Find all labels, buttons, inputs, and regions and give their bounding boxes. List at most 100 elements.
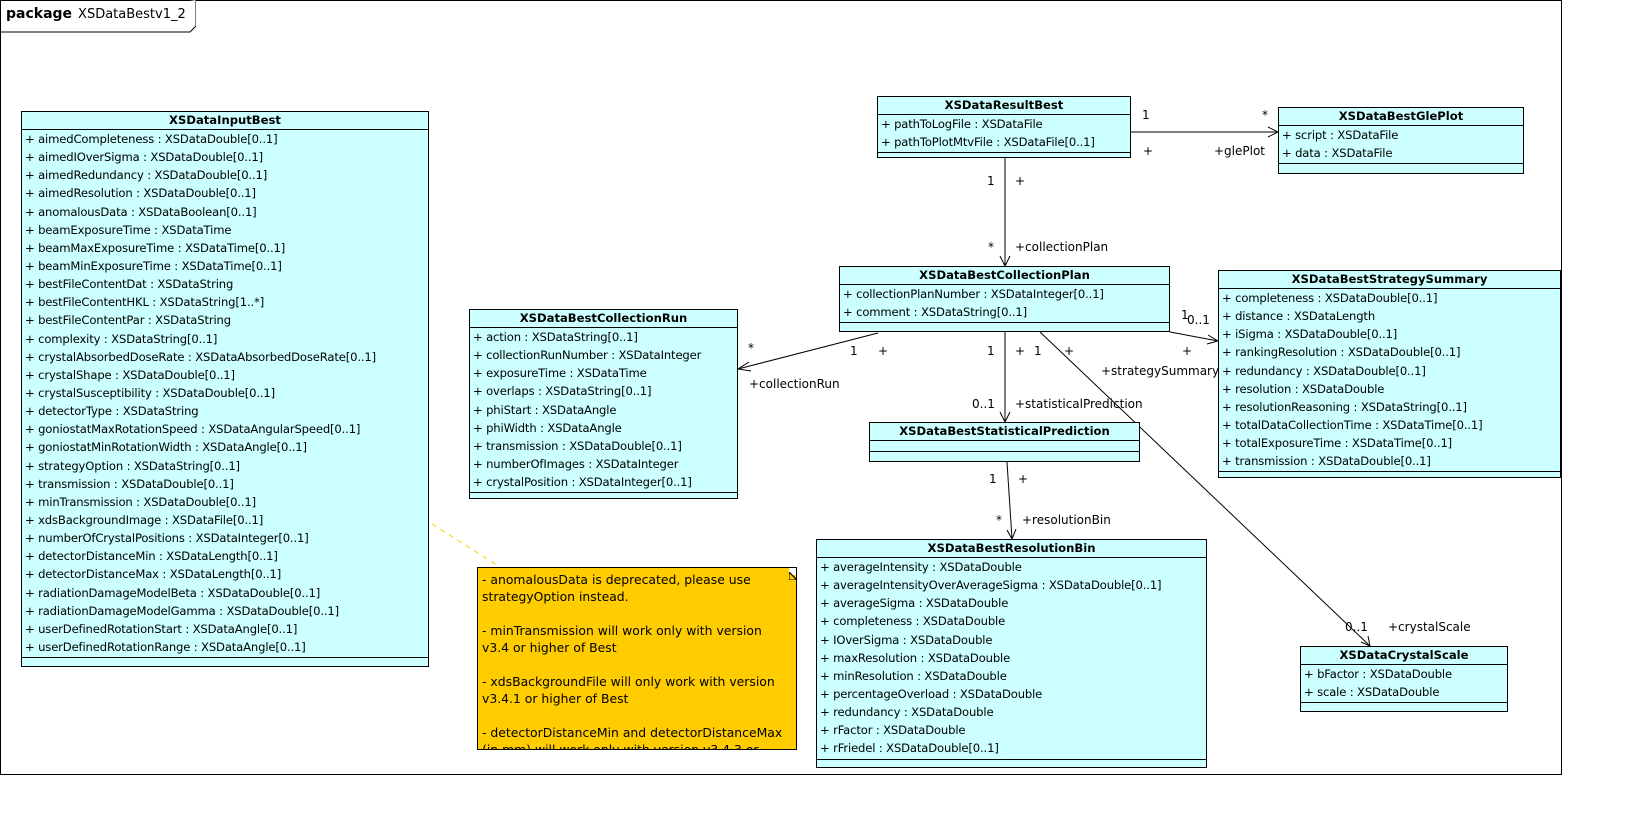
class-resolution-bin[interactable]: XSDataBestResolutionBin + averageIntensit… [816, 539, 1207, 768]
class-name: XSDataBestCollectionPlan [840, 267, 1169, 285]
attribute[interactable]: + xdsBackgroundImage : XSDataFile[0..1] [25, 512, 264, 527]
operation-list [1279, 164, 1523, 172]
attribute[interactable]: + userDefinedRotationStart : XSDataAngle… [25, 621, 298, 636]
attribute[interactable]: + phiWidth : XSDataAngle [473, 420, 622, 435]
attribute[interactable]: + totalDataCollectionTime : XSDataTime[0… [1222, 417, 1483, 432]
attribute[interactable]: + bestFileContentPar : XSDataString [25, 313, 231, 328]
class-result-best[interactable]: XSDataResultBest+ pathToLogFile : XSData… [877, 96, 1131, 158]
note-line: - xdsBackgroundFile will only work with … [482, 674, 775, 689]
class-collection-plan[interactable]: XSDataBestCollectionPlan + collectionPlan… [839, 266, 1170, 332]
attribute-list: + aimedCompleteness : XSDataDouble[0..1]… [22, 130, 428, 659]
class-name: XSDataBestResolutionBin [817, 540, 1206, 558]
attribute[interactable]: + resolutionReasoning : XSDataString[0..… [1222, 399, 1467, 414]
class-crystal-scale[interactable]: XSDataCrystalScale+ bFactor : XSDataDoub… [1300, 646, 1508, 712]
assoc-collectionplan[interactable] [999, 158, 1011, 268]
attribute[interactable]: + redundancy : XSDataDouble[0..1] [1222, 363, 1426, 378]
attribute[interactable]: + completeness : XSDataDouble [820, 614, 1006, 629]
attribute[interactable]: + totalExposureTime : XSDataTime[0..1] [1222, 436, 1453, 451]
attribute[interactable]: + script : XSDataFile [1282, 128, 1399, 142]
attribute[interactable]: + averageSigma : XSDataDouble [820, 596, 1009, 611]
attribute[interactable]: + numberOfImages : XSDataInteger [473, 456, 679, 471]
attribute[interactable]: + rFriedel : XSDataDouble[0..1] [820, 741, 999, 756]
attribute[interactable]: + rankingResolution : XSDataDouble[0..1] [1222, 345, 1461, 360]
assoc-strategysummary[interactable] [1169, 331, 1220, 345]
attribute[interactable]: + strategyOption : XSDataString[0..1] [25, 458, 240, 473]
attribute[interactable]: + scale : XSDataDouble [1304, 685, 1440, 700]
attribute[interactable]: + detectorDistanceMin : XSDataLength[0..… [25, 549, 278, 564]
multiplicity-label: 1 [1034, 344, 1042, 358]
class-name: XSDataInputBest [22, 112, 428, 130]
attribute[interactable]: + radiationDamageModelGamma : XSDataDoub… [25, 603, 339, 618]
attribute[interactable]: + beamMaxExposureTime : XSDataTime[0..1] [25, 240, 286, 255]
assoc-statisticalprediction[interactable] [999, 332, 1011, 424]
attribute[interactable]: + rFactor : XSDataDouble [820, 723, 966, 738]
attribute[interactable]: + detectorDistanceMax : XSDataLength[0..… [25, 567, 282, 582]
visibility-label: + [878, 344, 889, 358]
class-statistical-prediction[interactable]: XSDataBestStatisticalPrediction [869, 422, 1140, 462]
multiplicity-label: 0..1 [1187, 313, 1210, 327]
attribute[interactable]: + transmission : XSDataDouble[0..1] [473, 438, 682, 453]
attribute[interactable]: + beamExposureTime : XSDataTime [25, 222, 232, 237]
attribute[interactable]: + exposureTime : XSDataTime [473, 366, 647, 381]
role-label: +strategySummary [1101, 364, 1220, 378]
attribute[interactable]: + anomalousData : XSDataBoolean[0..1] [25, 204, 257, 219]
attribute[interactable]: + numberOfCrystalPositions : XSDataInteg… [25, 531, 309, 546]
attribute[interactable]: + transmission : XSDataDouble[0..1] [1222, 454, 1431, 469]
class-name: XSDataBestGlePlot [1279, 108, 1523, 126]
attribute[interactable]: + distance : XSDataLength [1222, 309, 1376, 324]
attribute[interactable]: + complexity : XSDataString[0..1] [25, 331, 218, 346]
attribute[interactable]: + minTransmission : XSDataDouble[0..1] [25, 494, 256, 509]
attribute[interactable]: + userDefinedRotationRange : XSDataAngle… [25, 639, 306, 654]
attribute[interactable]: + bestFileContentHKL : XSDataString[1..*… [25, 295, 265, 310]
attribute[interactable]: + completeness : XSDataDouble[0..1] [1222, 291, 1438, 305]
attribute[interactable]: + pathToLogFile : XSDataFile [881, 117, 1043, 131]
class-collection-run[interactable]: XSDataBestCollectionRun+ action : XSData… [469, 309, 738, 499]
attribute[interactable]: + collectionRunNumber : XSDataInteger [473, 348, 702, 363]
class-input-best[interactable]: XSDataInputBest+ aimedCompleteness : XSD… [21, 111, 429, 667]
attribute[interactable]: + action : XSDataString[0..1] [473, 330, 638, 344]
attribute[interactable]: + crystalSusceptibility : XSDataDouble[0… [25, 385, 276, 400]
attribute[interactable]: + IOverSigma : XSDataDouble [820, 632, 993, 647]
attribute[interactable]: + comment : XSDataString[0..1] [843, 305, 1028, 320]
attribute[interactable]: + overlaps : XSDataString[0..1] [473, 384, 652, 399]
attribute[interactable]: + iSigma : XSDataDouble[0..1] [1222, 327, 1398, 342]
attribute[interactable]: + aimedIOverSigma : XSDataDouble[0..1] [25, 150, 263, 165]
multiplicity-label: * [988, 240, 994, 254]
attribute-list: + script : XSDataFile + data : XSDataFile [1279, 126, 1523, 165]
attribute[interactable]: + radiationDamageModelBeta : XSDataDoubl… [25, 585, 321, 600]
attribute[interactable]: + transmission : XSDataDouble[0..1] [25, 476, 234, 491]
multiplicity-label: * [996, 513, 1002, 527]
attribute[interactable]: + goniostatMinRotationWidth : XSDataAngl… [25, 440, 307, 455]
multiplicity-label: 1 [1142, 108, 1150, 122]
assoc-gleplot[interactable] [1131, 126, 1280, 138]
attribute[interactable]: + collectionPlanNumber : XSDataInteger[0… [843, 287, 1104, 301]
class-strategy-summary[interactable]: XSDataBestStrategySummary+ completeness … [1218, 270, 1561, 478]
attribute[interactable]: + redundancy : XSDataDouble [820, 705, 994, 720]
attribute[interactable]: + crystalShape : XSDataDouble[0..1] [25, 367, 235, 382]
class-gle-plot[interactable]: XSDataBestGlePlot+ script : XSDataFile+ … [1278, 107, 1524, 174]
assoc-collectionrun[interactable] [736, 332, 879, 372]
attribute[interactable]: + crystalAbsorbedDoseRate : XSDataAbsorb… [25, 349, 376, 364]
multiplicity-label: 1 [987, 174, 995, 188]
attribute[interactable]: + maxResolution : XSDataDouble [820, 650, 1011, 665]
attribute[interactable]: + aimedRedundancy : XSDataDouble[0..1] [25, 168, 268, 183]
attribute[interactable]: + percentageOverload : XSDataDouble [820, 686, 1043, 701]
attribute[interactable]: + averageIntensity : XSDataDouble [820, 560, 1022, 574]
attribute[interactable]: + bestFileContentDat : XSDataString [25, 277, 234, 292]
attribute[interactable]: + crystalPosition : XSDataInteger[0..1] [473, 475, 692, 490]
attribute[interactable]: + detectorType : XSDataString [25, 404, 199, 419]
attribute[interactable]: + aimedResolution : XSDataDouble[0..1] [25, 186, 256, 201]
attribute[interactable]: + resolution : XSDataDouble [1222, 381, 1385, 396]
attribute[interactable]: + beamMinExposureTime : XSDataTime[0..1] [25, 258, 282, 273]
attribute[interactable]: + pathToPlotMtvFile : XSDataFile[0..1] [881, 135, 1095, 150]
note-line: (in mm) will work only with version v3.4… [482, 742, 759, 750]
attribute[interactable]: + goniostatMaxRotationSpeed : XSDataAngu… [25, 422, 361, 437]
note-line [482, 656, 792, 673]
assoc-resolutionbin[interactable] [1006, 461, 1017, 541]
attribute[interactable]: + aimedCompleteness : XSDataDouble[0..1] [25, 132, 278, 146]
attribute[interactable]: + minResolution : XSDataDouble [820, 668, 1007, 683]
attribute[interactable]: + averageIntensityOverAverageSigma : XSD… [820, 578, 1162, 593]
attribute[interactable]: + phiStart : XSDataAngle [473, 402, 617, 417]
attribute[interactable]: + bFactor : XSDataDouble [1304, 667, 1452, 681]
attribute[interactable]: + data : XSDataFile [1282, 146, 1393, 161]
